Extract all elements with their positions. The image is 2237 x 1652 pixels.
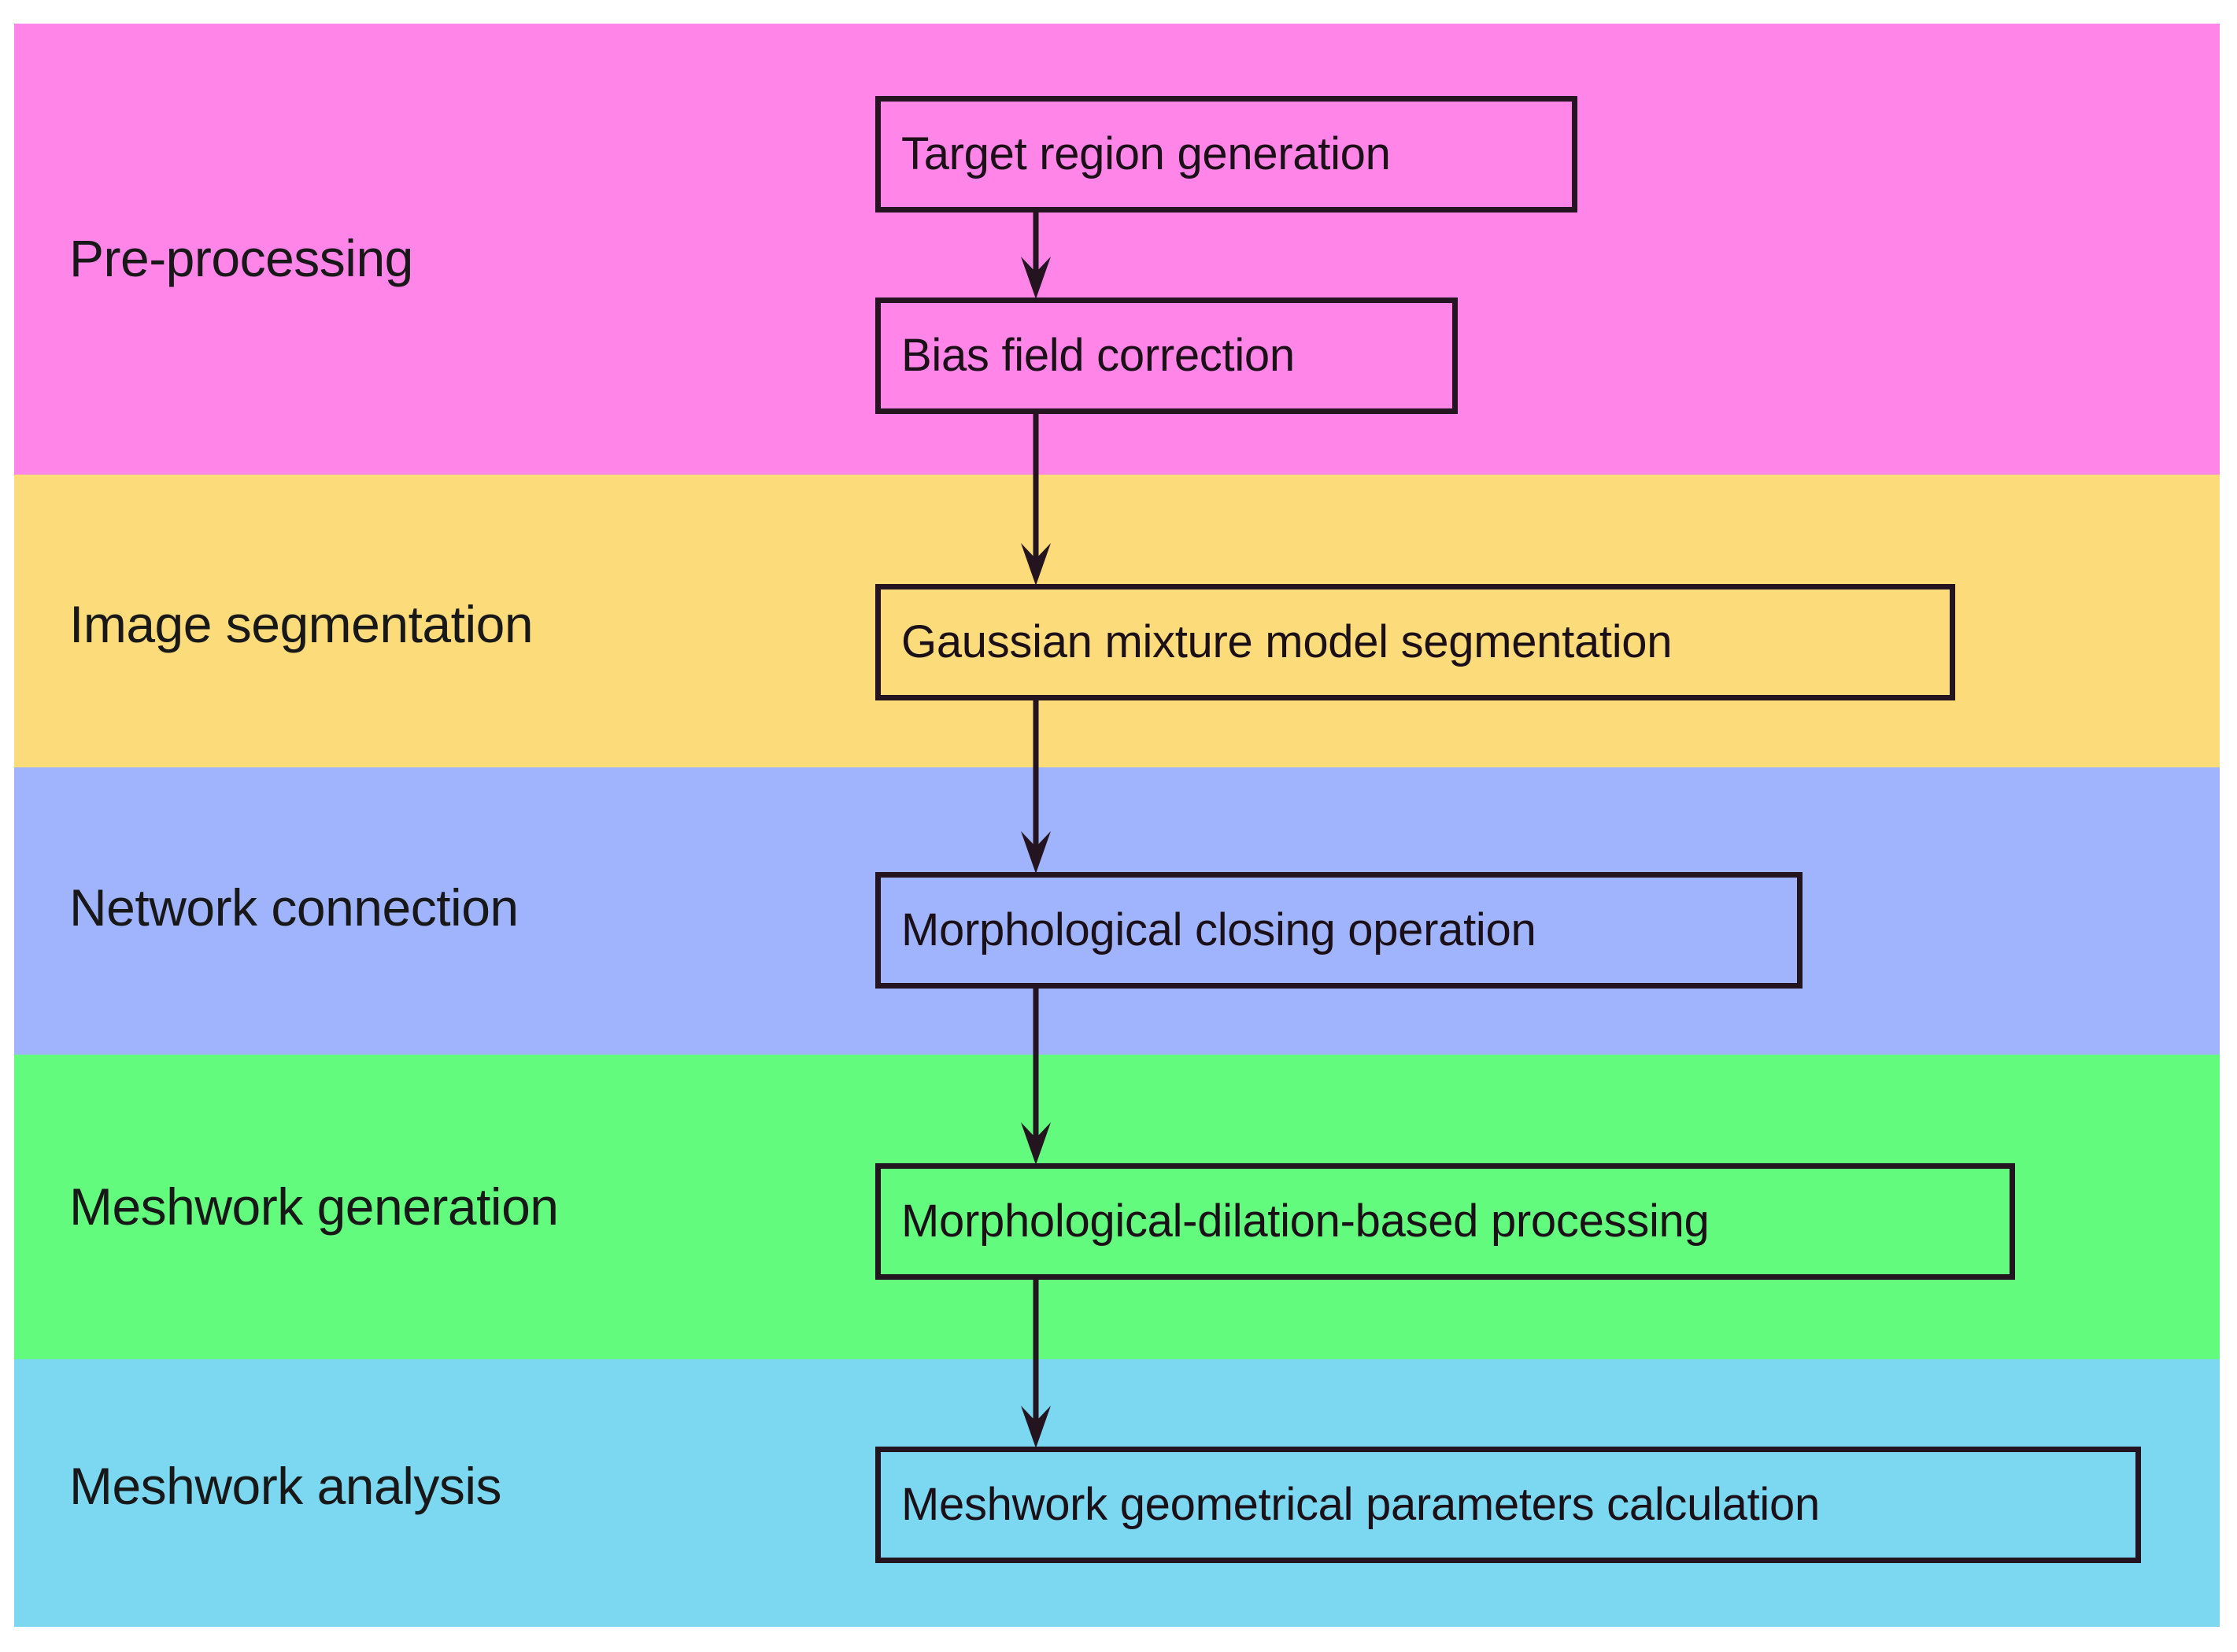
- arrow-down-icon-edge-5: [1019, 1278, 1053, 1450]
- swimlane-band-meshwork-analysis: [14, 1359, 2220, 1627]
- swimlane-band-meshwork-generation: [14, 1055, 2220, 1359]
- stage-label-pre-processing: Pre-processing: [69, 229, 413, 287]
- swimlane-band-network-connection: [14, 767, 2220, 1055]
- arrow-down-icon-edge-1: [1019, 211, 1053, 301]
- process-node-label: Target region generation: [901, 128, 1391, 179]
- process-node-morphological-closing: Morphological closing operation: [875, 872, 1803, 989]
- arrow-down-icon-edge-3: [1019, 699, 1053, 875]
- process-node-morphological-dilation: Morphological-dilation-based processing: [875, 1163, 2015, 1280]
- process-node-target-region-generation: Target region generation: [875, 96, 1577, 213]
- process-node-bias-field-correction: Bias field correction: [875, 298, 1458, 414]
- process-node-gmm-segmentation: Gaussian mixture model segmentation: [875, 584, 1955, 700]
- process-node-label: Meshwork geometrical parameters calculat…: [901, 1479, 1820, 1530]
- stage-label-meshwork-analysis: Meshwork analysis: [69, 1457, 502, 1515]
- swimlane-band-image-segmentation: [14, 475, 2220, 767]
- arrow-down-icon-edge-2: [1019, 412, 1053, 587]
- process-node-label: Morphological closing operation: [901, 904, 1536, 955]
- stage-label-image-segmentation: Image segmentation: [69, 595, 534, 653]
- process-node-label: Bias field correction: [901, 330, 1295, 381]
- process-node-label: Gaussian mixture model segmentation: [901, 616, 1673, 667]
- process-node-label: Morphological-dilation-based processing: [901, 1196, 1710, 1247]
- stage-label-meshwork-generation: Meshwork generation: [69, 1177, 559, 1236]
- stage-label-network-connection: Network connection: [69, 878, 519, 937]
- arrow-down-icon-edge-4: [1019, 987, 1053, 1166]
- process-node-geometrical-parameters: Meshwork geometrical parameters calculat…: [875, 1447, 2141, 1563]
